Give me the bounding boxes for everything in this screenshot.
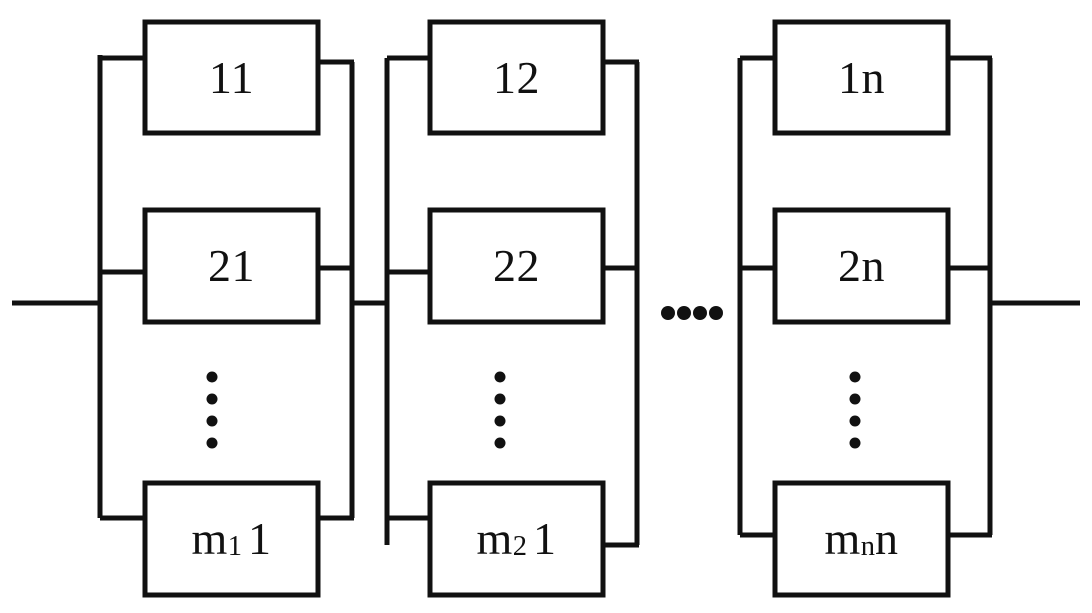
block-mnn-rect[interactable] [772,480,951,598]
group-n-vertical-ellipsis [849,371,861,449]
block-2n-rect[interactable] [772,207,951,325]
block-11-rect[interactable] [142,19,321,136]
block-m11-rect[interactable] [142,480,321,598]
group-n [737,19,993,598]
block-21-rect[interactable] [142,207,321,325]
series-horizontal-ellipsis [661,306,723,320]
block-1n-rect[interactable] [772,19,951,136]
block-22-rect[interactable] [427,207,606,325]
group-2-vertical-ellipsis [494,371,506,449]
block-12-rect[interactable] [427,19,606,136]
group-1-vertical-ellipsis [206,371,218,449]
block-m21-rect[interactable] [427,480,606,598]
group-2 [384,19,640,598]
group-1 [97,19,355,598]
